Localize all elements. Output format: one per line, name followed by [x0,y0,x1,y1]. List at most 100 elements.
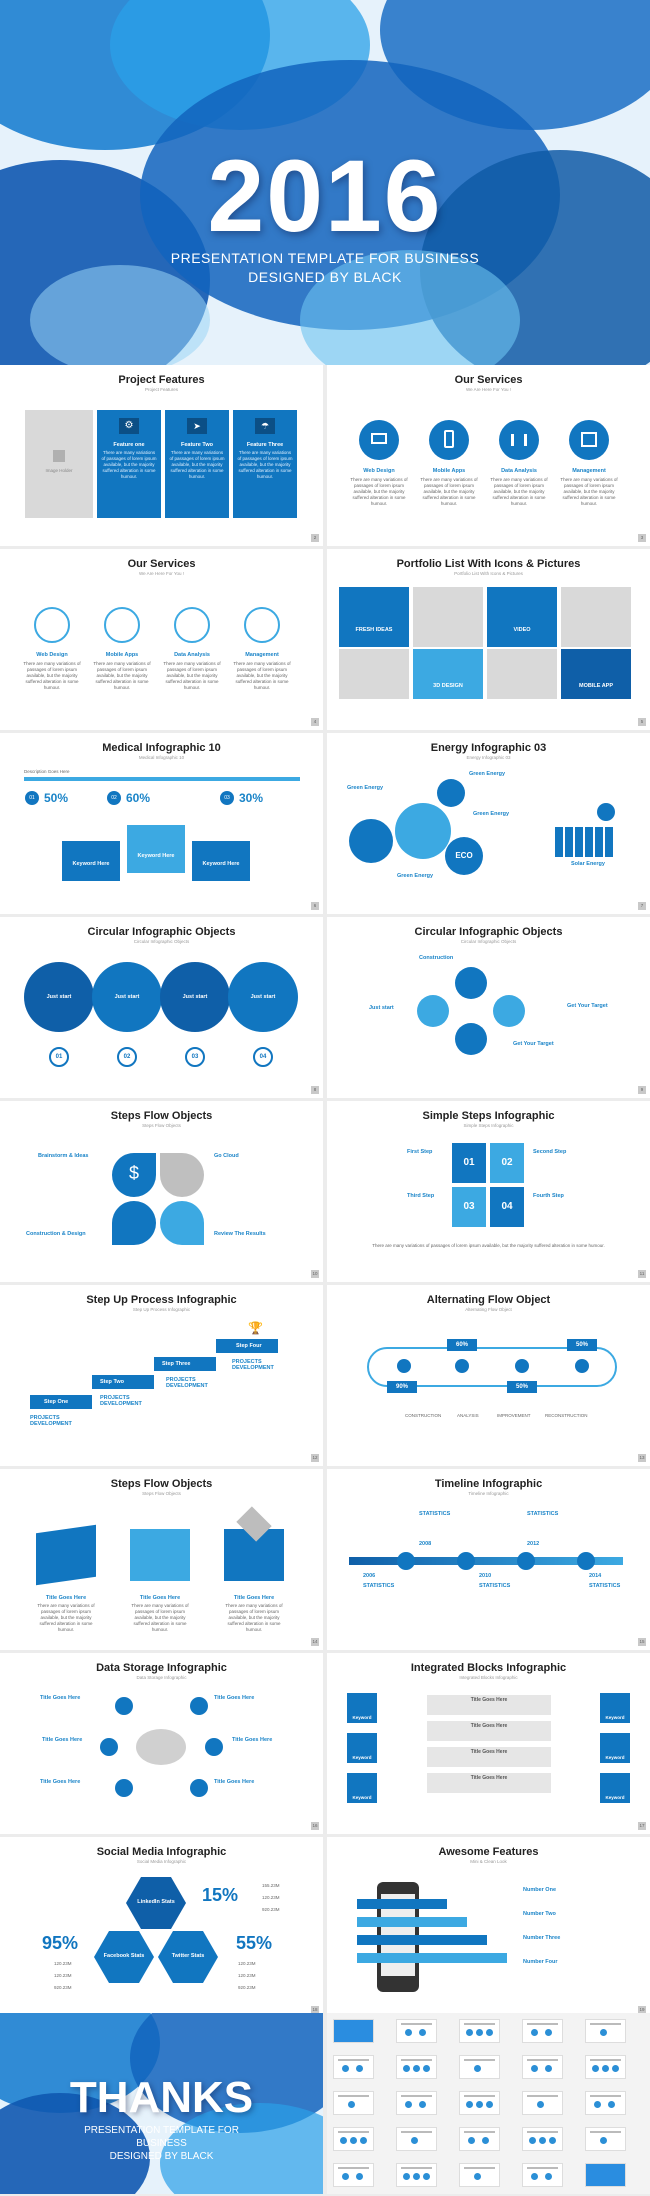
bank-icon [112,1201,156,1245]
feature-card: ➤ Feature Two There are many variations … [165,410,229,518]
image-holder: Image Holder [25,410,93,518]
slide-portfolio: Portfolio List With Icons & Pictures Por… [327,549,650,730]
puzzle-icon [160,1201,204,1245]
thumbnail [396,2055,437,2079]
tile-label: MOBILE APP [578,683,614,689]
thumbnail [585,2019,626,2043]
item-text: There are many variations of passages of… [225,1603,283,1632]
thumbnail [585,2163,626,2187]
count-label: 120.23M [54,1973,72,1978]
circle-step: Just start [24,962,94,1032]
info-row: Title Goes Here [427,1773,551,1793]
storage-node [190,1697,208,1715]
feature-bar [357,1917,467,1927]
item-text: There are many variations of passages of… [37,1603,95,1632]
slide-circular-a: Circular Infographic Objects Circular In… [0,917,323,1098]
service-label: Data Analysis [174,652,210,658]
diamond-box-icon [224,1506,284,1581]
step-label: Third Step [407,1193,435,1199]
storage-node [190,1779,208,1797]
keyword-label: Keyword Here [137,853,175,859]
database-icon [397,1359,411,1373]
step-number: 04 [253,1047,273,1067]
info-row: Title Goes Here [427,1721,551,1741]
step-label: Step Two [100,1379,125,1385]
step-flag: 04 [490,1187,524,1227]
hero-subtitle-line2: DESIGNED BY BLACK [248,269,402,285]
step-label: Go Cloud [214,1153,239,1159]
stat-number: 03 [220,791,234,805]
service-text: There are many variations of passages of… [420,477,478,506]
image-icon [53,450,65,462]
footer-text: There are many variations of passages of… [372,1243,605,1248]
tile-label: FRESH IDEAS [355,627,393,633]
year-label: 2014 [589,1573,602,1579]
count-label: 120.23M [238,1961,256,1966]
mobile-icon [104,607,140,643]
legend-item: CONSTRUCTION [405,1413,442,1418]
slide-title: Our Services [454,374,523,386]
service-label: Web Design [36,652,68,658]
slides-overview [327,2013,650,2194]
page-number: 16 [311,1822,319,1830]
page-number: 12 [311,1454,319,1462]
circle-step: Just start [92,962,162,1032]
slide-subtitle: Mini & Clean Look [470,1859,507,1864]
monitor-icon [359,420,399,460]
portfolio-tile: MOBILE APP [561,649,631,699]
page-number: 13 [638,1454,646,1462]
slide-title: Energy Infographic 03 [430,742,547,754]
energy-label: Green Energy [473,811,510,817]
storage-node [205,1738,223,1756]
item-title: Title Goes Here [45,1595,87,1601]
timeline-node [577,1552,595,1570]
thumbnail [396,2019,437,2043]
slide-title: Timeline Infographic [434,1478,543,1490]
circle-label: Get Your Target [567,1003,608,1009]
service-label: Mobile Apps [432,468,466,474]
stat-label: Twitter Stats [171,1953,205,1959]
gear-icon [515,1359,529,1373]
image-holder [487,649,557,699]
service-text: There are many variations of passages of… [490,477,548,506]
slide-social-media: Social Media Infographic Social Media In… [0,1837,323,2018]
progress-bar [24,777,300,781]
feature-label: Number One [523,1887,557,1893]
keyword-label: Keyword [352,1715,372,1720]
storage-node [100,1738,118,1756]
dollar-icon: $ [112,1153,156,1197]
chart-icon [174,607,210,643]
page-number: 8 [311,1086,319,1094]
page-number: 6 [311,902,319,910]
pct-badge: 50% [507,1381,537,1393]
slide-timeline: Timeline Infographic Timeline Infographi… [327,1469,650,1650]
slide-subtitle: Energy Infographic 03 [466,755,511,760]
slide-medical: Medical Infographic 10 Medical Infograph… [0,733,323,914]
keyword-label: Keyword [352,1795,372,1800]
step-number: 01 [49,1047,69,1067]
slide-subtitle: We Are Here For You ! [139,571,184,576]
cloud-icon [136,1729,186,1765]
hero-blob [300,250,520,365]
item-title: Title Goes Here [40,1695,81,1701]
step-heading: Just start [182,994,208,1000]
slide-title: Data Storage Infographic [96,1662,227,1674]
globe-circle [395,803,451,859]
slide-title: Awesome Features [438,1846,539,1858]
energy-label: Green Energy [397,873,434,879]
thumbnail [396,2091,437,2115]
pct-top: 15% [202,1885,239,1905]
sun-icon [597,803,615,821]
slide-project-features: Project Features Project Features Image … [0,365,323,546]
count-label: 120.23M [54,1961,72,1966]
stat-number: 01 [25,791,39,805]
energy-label: Solar Energy [571,861,605,867]
keyword-banner: Keyword Here [192,841,250,881]
pct-left: 95% [42,1933,79,1953]
calendar-icon [455,967,487,999]
feature-label: Number Three [523,1935,561,1941]
linkedin-hex: LinkedIn Stats [126,1877,186,1929]
calendar-icon [569,420,609,460]
row-title: Title Goes Here [470,1697,508,1703]
page-number: 3 [638,534,646,542]
